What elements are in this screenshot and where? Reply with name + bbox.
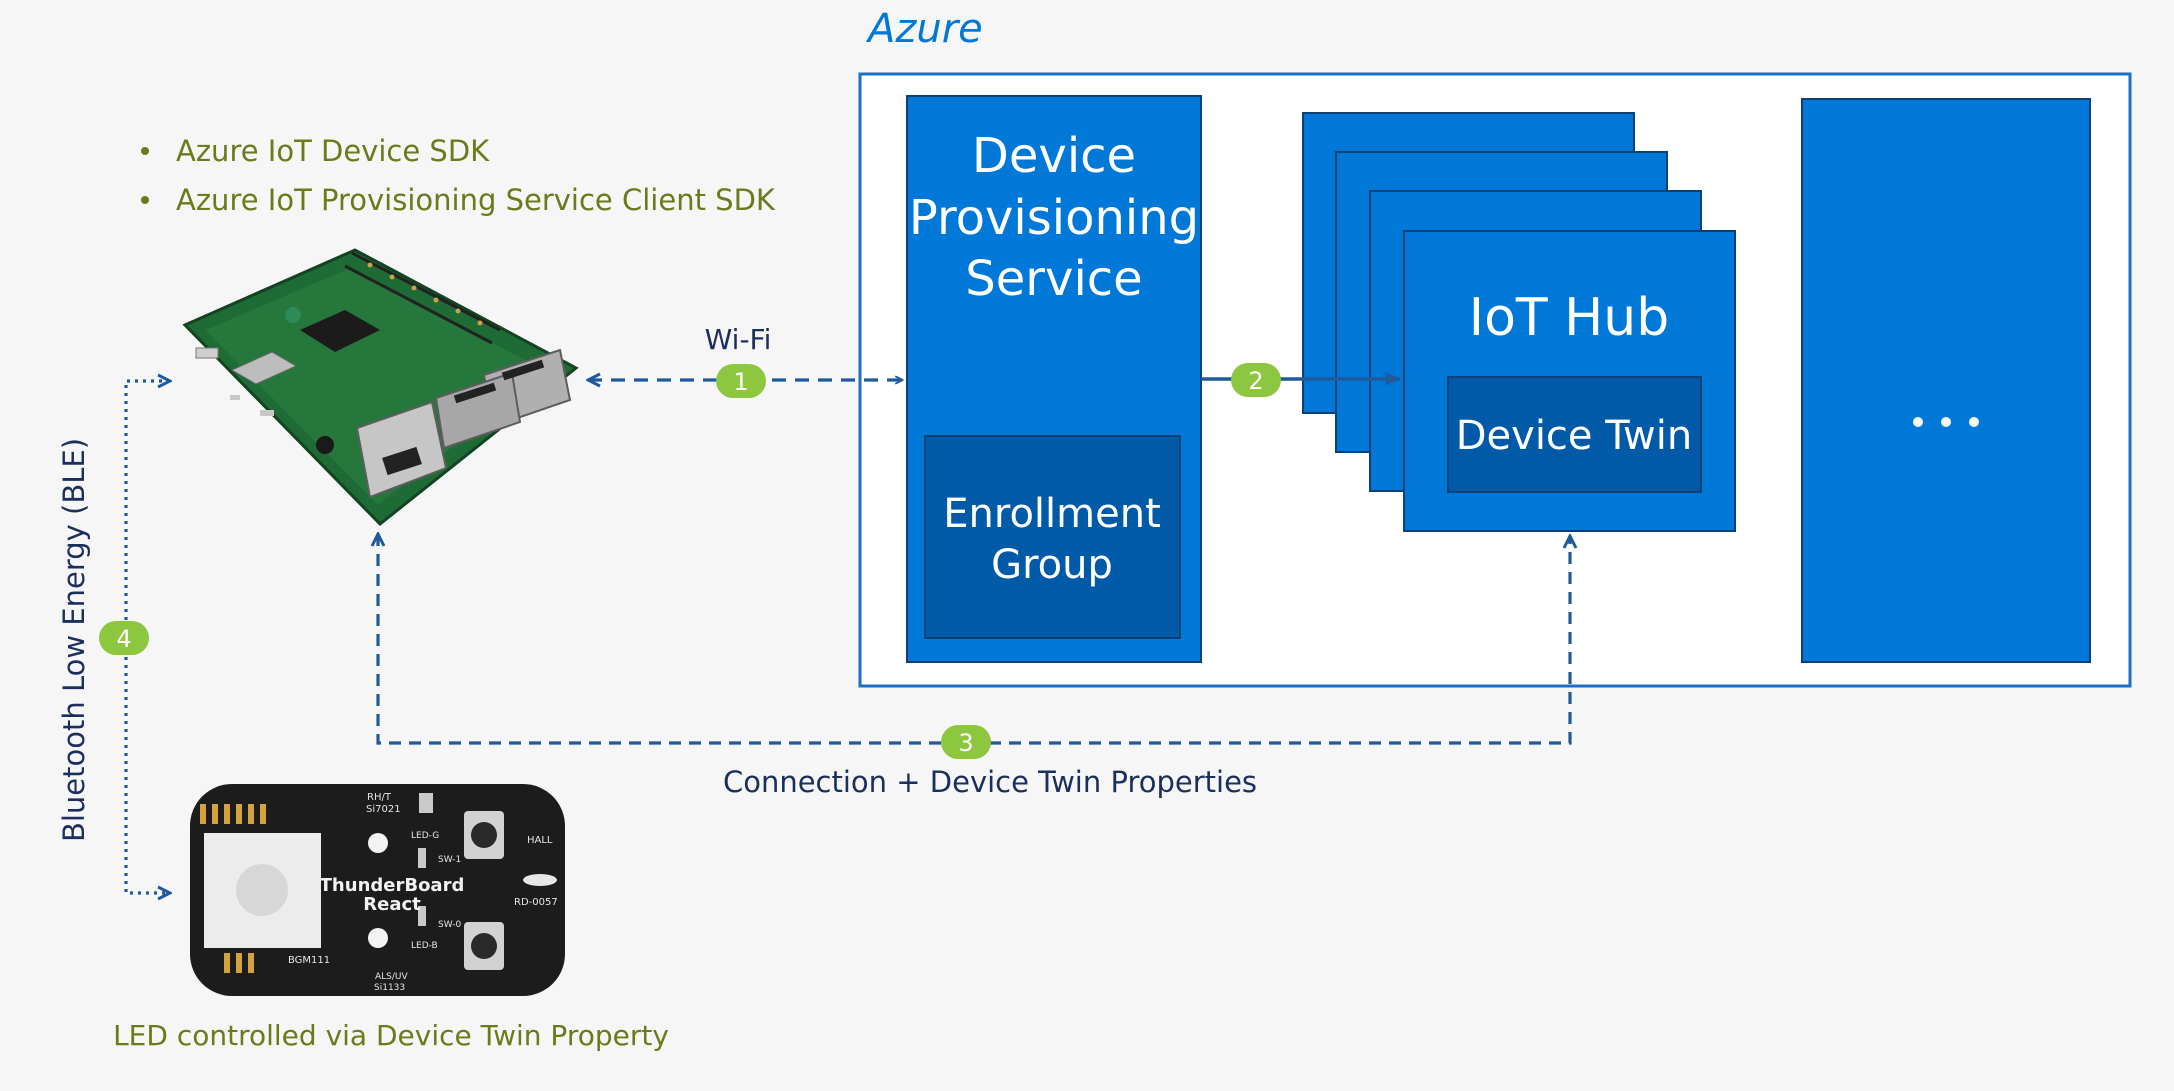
enrollment-group: Enrollment Group <box>924 435 1181 639</box>
step-badge-1-label: 1 <box>733 368 748 396</box>
raspberry-pi-board <box>182 248 579 527</box>
bullet-icon <box>141 147 149 155</box>
ellipsis-dot-2 <box>1941 417 1951 427</box>
silk-label-sw1: SW-1 <box>438 855 461 865</box>
silk-label-sw0: SW-0 <box>438 920 461 930</box>
silk-label-si7021: Si7021 <box>366 804 401 815</box>
sdk-item-2: Azure IoT Provisioning Service Client SD… <box>176 183 776 217</box>
ellipsis-dot-1 <box>1913 417 1923 427</box>
wifi-label: Wi-Fi <box>705 323 772 356</box>
step-badge-1: 1 <box>716 364 766 398</box>
connection-label: Connection + Device Twin Properties <box>723 765 1257 799</box>
azure-cloud-title: Azure <box>865 6 983 52</box>
step-badge-4-label: 4 <box>116 625 131 653</box>
dps-title-line-1: Device <box>972 128 1136 184</box>
silicon-labs-logo-icon <box>523 874 557 886</box>
wifi-link: Wi-Fi <box>588 323 902 380</box>
silk-label-ledb: LED-B <box>411 941 438 951</box>
bullet-icon <box>141 196 149 204</box>
board-name-line-2: React <box>363 894 421 915</box>
dps-title-line-3: Service <box>965 251 1142 307</box>
silk-label-bgm111: BGM111 <box>288 955 330 966</box>
thunderboard-caption: LED controlled via Device Twin Property <box>113 1019 669 1052</box>
sdk-list: Azure IoT Device SDK Azure IoT Provision… <box>141 134 776 217</box>
step-badge-2-label: 2 <box>1248 367 1263 395</box>
iot-hub-title: IoT Hub <box>1469 288 1670 348</box>
ble-link: Bluetooth Low Energy (BLE) <box>57 381 170 893</box>
silk-label-rht: RH/T <box>367 792 392 803</box>
thunderboard-react-board: ThunderBoard React RH/T Si7021 LED-G SW-… <box>190 784 565 996</box>
raspberry-logo-icon <box>285 307 301 323</box>
enrollment-line-2: Group <box>991 542 1113 588</box>
step-badge-3-label: 3 <box>958 729 973 757</box>
iot-hub-stack: IoT Hub Device Twin <box>1302 112 1736 532</box>
device-twin-label: Device Twin <box>1456 413 1693 459</box>
enrollment-line-1: Enrollment <box>943 491 1161 537</box>
silk-label-si1133: Si1133 <box>374 983 405 993</box>
dps-title-line-2: Provisioning <box>909 190 1199 246</box>
board-name-line-1: ThunderBoard <box>320 875 465 896</box>
silk-label-ledg: LED-G <box>411 831 439 841</box>
sdk-item-1: Azure IoT Device SDK <box>176 134 490 168</box>
step-badge-2: 2 <box>1231 363 1281 397</box>
ble-label: Bluetooth Low Energy (BLE) <box>57 438 91 842</box>
connection-twin-link: Connection + Device Twin Properties <box>378 534 1570 799</box>
silk-label-rd0057: RD-0057 <box>514 897 558 908</box>
step-badge-3: 3 <box>941 725 991 759</box>
step-badge-4: 4 <box>99 621 149 655</box>
silk-label-alsuv: ALS/UV <box>375 972 409 982</box>
silk-label-hall: HALL <box>527 835 553 846</box>
device-twin <box>1447 376 1702 493</box>
ellipsis-dot-3 <box>1969 417 1979 427</box>
device-provisioning-service: Device Provisioning Service Enrollment G… <box>906 95 1202 663</box>
more-services <box>1801 98 2091 663</box>
